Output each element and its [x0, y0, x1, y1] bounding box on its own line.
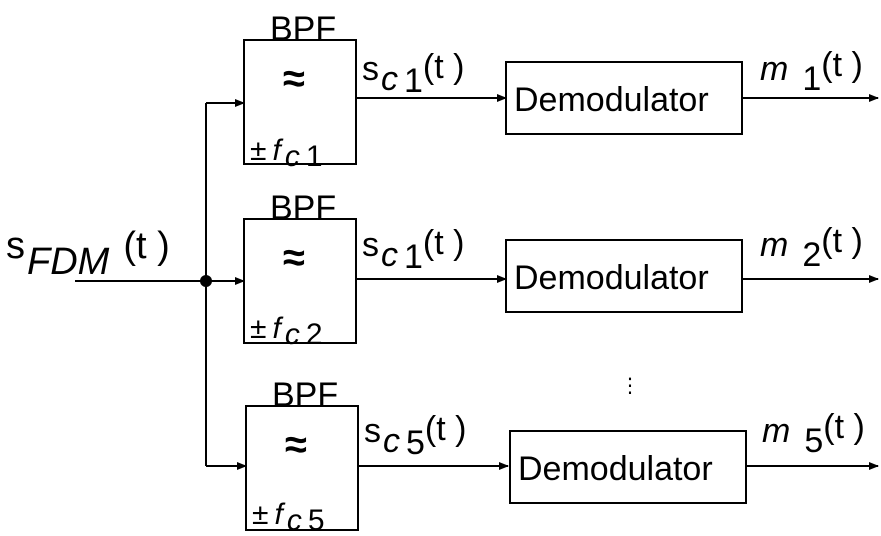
demodulator-box-2	[505, 239, 743, 313]
demodulator-label-5: Demodulator	[518, 450, 713, 488]
bpf-symbol-1: ≈	[283, 57, 305, 101]
bpf-box-2	[243, 218, 357, 344]
vertical-ellipsis: ⋮	[620, 375, 640, 397]
input-signal-label: sFDM(t )	[6, 225, 170, 283]
bpf-box-1	[243, 39, 357, 165]
demodulator-label-1: Demodulator	[514, 81, 709, 119]
bpf-box-5	[245, 405, 359, 531]
bpf-symbol-5: ≈	[285, 423, 307, 467]
bpf-symbol-2: ≈	[283, 236, 305, 280]
demodulator-label-2: Demodulator	[514, 259, 709, 297]
